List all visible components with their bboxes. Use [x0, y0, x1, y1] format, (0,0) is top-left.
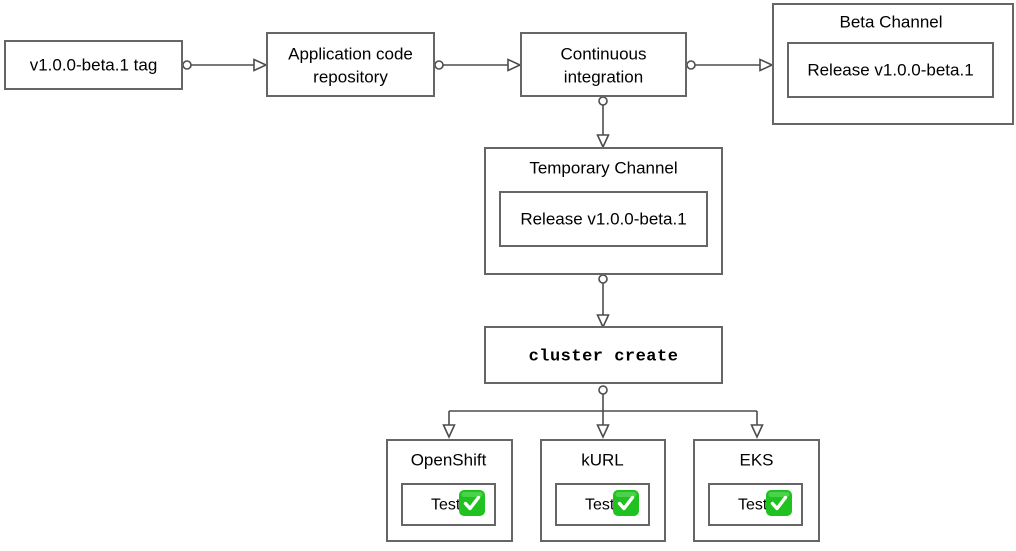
node-temporary-channel-release-label: Release v1.0.0-beta.1: [520, 209, 686, 228]
node-tag[interactable]: v1.0.0-beta.1 tag: [4, 40, 183, 90]
node-kurl-tests[interactable]: Tests: [555, 483, 650, 526]
node-eks-tests[interactable]: Tests: [708, 483, 803, 526]
node-beta-channel-release-label: Release v1.0.0-beta.1: [807, 60, 973, 79]
node-kurl[interactable]: kURL Tests: [540, 439, 666, 542]
node-repo-label-line1: Application code: [288, 44, 413, 63]
node-temporary-channel-title: Temporary Channel: [529, 158, 677, 177]
edge-ci-to-beta-channel: [686, 58, 774, 72]
edge-cluster-create-to-platforms: [442, 385, 764, 439]
node-repo-label-line2: repository: [313, 67, 388, 86]
green-check-icon: [613, 490, 639, 516]
node-beta-channel-release[interactable]: Release v1.0.0-beta.1: [787, 42, 994, 98]
node-temporary-channel-release[interactable]: Release v1.0.0-beta.1: [499, 191, 708, 247]
node-eks[interactable]: EKS Tests: [693, 439, 820, 542]
edge-temporary-channel-to-cluster-create: [596, 274, 610, 329]
node-continuous-integration[interactable]: Continuous integration: [520, 32, 687, 97]
node-openshift[interactable]: OpenShift Tests: [386, 439, 513, 542]
green-check-icon: [766, 490, 792, 516]
node-ci-label-line1: Continuous: [560, 44, 646, 63]
node-eks-title: EKS: [739, 450, 773, 469]
node-openshift-tests[interactable]: Tests: [401, 483, 496, 526]
node-kurl-title: kURL: [581, 450, 624, 469]
node-beta-channel-title: Beta Channel: [839, 12, 942, 31]
edge-ci-to-temporary-channel: [596, 96, 610, 149]
node-tag-label: v1.0.0-beta.1 tag: [30, 55, 158, 74]
node-cluster-create-label: cluster create: [529, 347, 679, 366]
node-openshift-title: OpenShift: [411, 450, 487, 469]
edge-repo-to-ci: [434, 58, 522, 72]
green-check-icon: [459, 490, 485, 516]
node-cluster-create[interactable]: cluster create: [484, 326, 723, 384]
node-ci-label-line2: integration: [564, 67, 643, 86]
node-application-code-repository[interactable]: Application code repository: [266, 32, 435, 97]
node-temporary-channel[interactable]: Temporary Channel Release v1.0.0-beta.1: [484, 147, 723, 275]
node-beta-channel[interactable]: Beta Channel Release v1.0.0-beta.1: [772, 3, 1014, 125]
edge-tag-to-repo: [182, 58, 268, 72]
